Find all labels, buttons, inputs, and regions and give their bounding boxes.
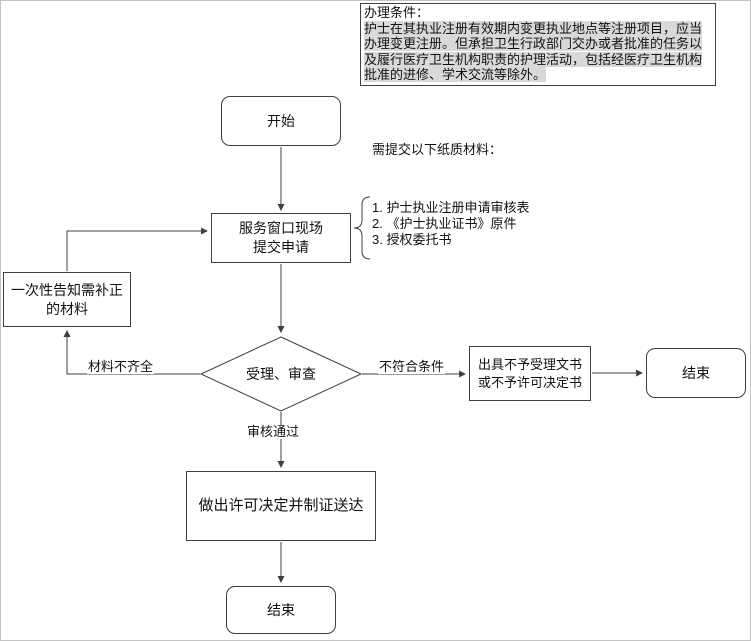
node-start: 开始 [221,96,341,146]
condition-body: 护士在其执业注册有效期内变更执业地点等注册项目，应当办理变更注册。但承担卫生行政… [364,20,703,83]
node-notify-correction: 一次性告知需补正 的材料 [3,272,131,327]
edge-label-not-meet-conditions: 不符合条件 [378,359,446,375]
node-reject-document: 出具不予受理文书 或不予许可决定书 [469,346,591,401]
node-end-right: 结束 [646,348,746,398]
materials-header: 需提交以下纸质材料： [372,142,503,157]
condition-title: 办理条件： [364,5,430,20]
edge-label-materials-incomplete: 材料不齐全 [87,359,155,375]
edge-label-review-approved: 审核通过 [246,424,301,440]
materials-list: 1. 护士执业注册申请审核表 2. 《护士执业证书》原件 3. 授权委托书 [372,200,529,248]
materials-item: 2. 《护士执业证书》原件 [372,216,517,231]
edge-notify-submit [66,227,209,271]
node-end-bottom: 结束 [226,586,336,634]
materials-item: 1. 护士执业注册申请审核表 [372,200,530,215]
condition-box: 办理条件： 护士在其执业注册有效期内变更执业地点等注册项目，应当办理变更注册。但… [360,3,716,86]
node-submit-application: 服务窗口现场 提交申请 [211,213,351,263]
node-decide-deliver: 做出许可决定并制证送达 [186,471,376,541]
materials-item: 3. 授权委托书 [372,232,452,247]
node-review-label: 受理、审查 [246,365,316,382]
materials-brace-icon [353,196,371,260]
